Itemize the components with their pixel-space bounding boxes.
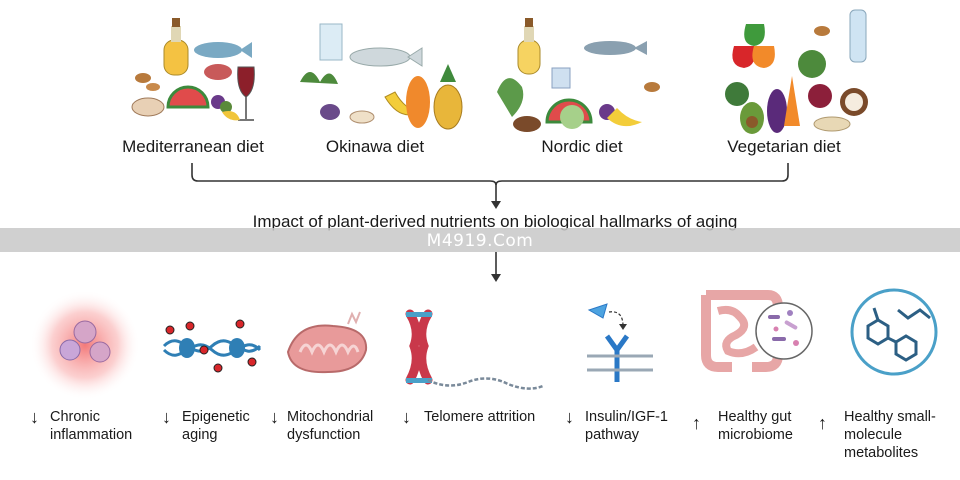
down-arrow-icon: ↓ — [30, 407, 39, 427]
epigenetic-dna-icon — [162, 319, 262, 373]
hallmark-insulin-igf1-pathway: Insulin/IGF-1 pathway — [585, 409, 668, 443]
nordic-food-illustration — [497, 18, 660, 132]
main-title: Impact of plant-derived nutrients on bio… — [252, 212, 738, 231]
hallmark-healthy-gut-microbiome: Healthy gut microbiome — [718, 409, 793, 443]
gut-microbiome-icon — [701, 290, 813, 372]
watermark-band — [0, 228, 960, 252]
diet-bracket-connector — [191, 163, 789, 209]
down-arrow-icon: ↓ — [270, 407, 279, 427]
watermark-text: M4919.Com — [426, 231, 534, 251]
diet-label-okinawa: Okinawa diet — [325, 137, 425, 156]
diet-label-mediterranean: Mediterranean diet — [122, 137, 264, 156]
small-molecule-icon — [850, 288, 938, 376]
diet-label-vegetarian: Vegetarian diet — [727, 137, 841, 156]
inflammation-cells-icon — [30, 290, 140, 400]
hallmark-healthy-small-molecule-metabolites: Healthy small- molecule metabolites — [844, 409, 936, 461]
hallmark-chronic-inflammation: Chronic inflammation — [50, 409, 133, 443]
vegetarian-food-illustration — [725, 9, 868, 134]
down-arrow-icon: ↓ — [162, 407, 171, 427]
okinawa-food-illustration — [300, 23, 463, 130]
telomere-chromosome-icon — [405, 309, 544, 390]
mitochondrion-icon — [286, 311, 368, 374]
mediterranean-food-illustration — [131, 18, 255, 121]
up-arrow-icon: ↑ — [692, 413, 701, 433]
diet-label-nordic: Nordic diet — [541, 137, 623, 156]
down-arrow-icon: ↓ — [565, 407, 574, 427]
hallmark-epigenetic-aging: Epigenetic aging — [182, 409, 250, 443]
insulin-receptor-icon — [587, 303, 653, 382]
down-arrow-icon: ↓ — [402, 407, 411, 427]
hallmark-mitochondrial-dysfunction: Mitochondrial dysfunction — [287, 409, 374, 443]
center-down-arrow — [491, 252, 501, 282]
up-arrow-icon: ↑ — [818, 413, 827, 433]
hallmark-telomere-attrition: Telomere attrition — [424, 409, 536, 425]
